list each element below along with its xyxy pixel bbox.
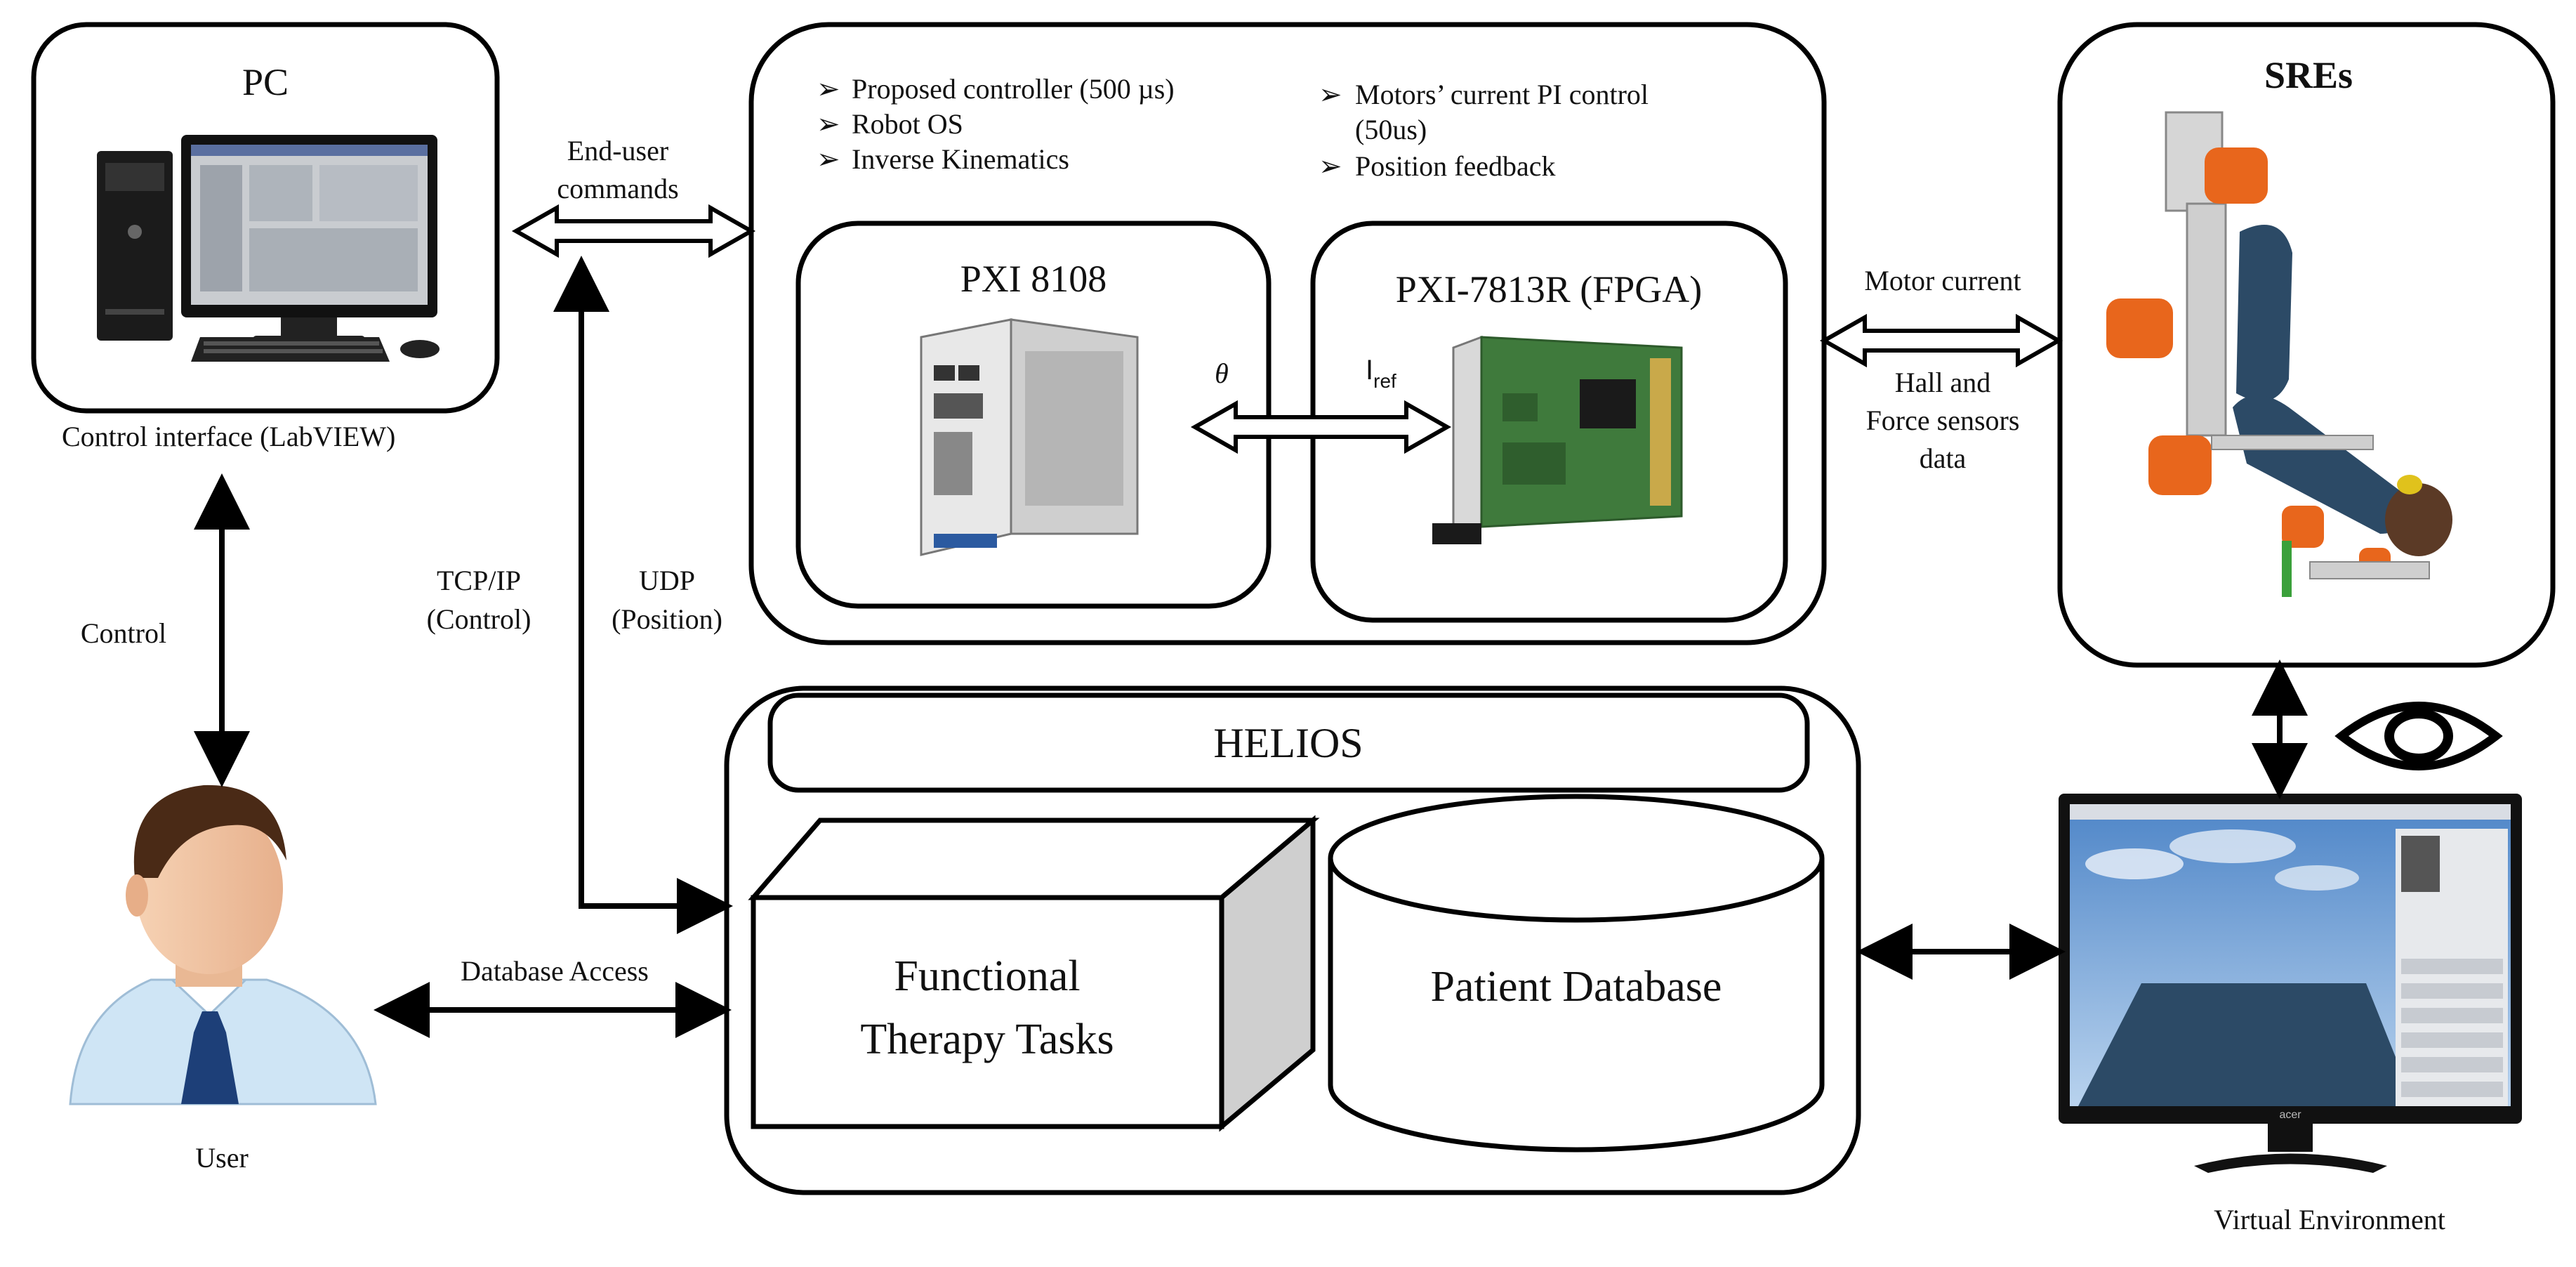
pxi7813-module: PXI-7813R (FPGA): [1310, 221, 1788, 623]
controller-panel: ➢ Proposed controller (500 µs) ➢ Robot O…: [748, 22, 1827, 645]
user-avatar: [69, 785, 377, 1105]
exoskeleton-robot-icon: [2106, 111, 2452, 597]
bullet-robot-os: Robot OS: [852, 108, 963, 140]
patient-database-cylinder: Patient Database: [1328, 794, 1825, 1153]
pxi8108-card-icon: [920, 318, 1139, 556]
iref-label: Iref: [1366, 355, 1396, 392]
bullet-motor-pi-rate: (50us): [1355, 114, 1427, 145]
helios-title: HELIOS: [1213, 720, 1363, 766]
tcpip-label-1: TCP/IP: [437, 565, 521, 596]
helios-panel: HELIOS Functional Therapy Tasks Patient …: [724, 685, 1861, 1195]
pc-panel: PC: [31, 22, 500, 414]
hand: [2385, 483, 2452, 556]
functional-tasks-line-2: Therapy Tasks: [860, 1016, 1114, 1063]
pxi8108-title: PXI 8108: [960, 258, 1107, 300]
ve-menu-buttons: [2401, 959, 2503, 1097]
end-user-label-1: End-user: [567, 135, 668, 166]
pxi7813-title: PXI-7813R (FPGA): [1396, 268, 1703, 310]
udp-label-1: UDP: [639, 565, 695, 596]
bullet-inverse-kinematics: Inverse Kinematics: [852, 143, 1069, 175]
sensors-label-3: data: [1920, 442, 1967, 474]
controller-bullets-left: ➢ Proposed controller (500 µs) ➢ Robot O…: [817, 73, 1175, 175]
end-user-label-2: commands: [557, 173, 678, 204]
bullet-arrow-icon: ➢: [817, 143, 840, 175]
sres-panel: SREs: [2057, 22, 2556, 668]
pc-monitor-icon: [181, 135, 437, 344]
fpga-card-icon: [1432, 335, 1683, 544]
functional-therapy-tasks-block: Functional Therapy Tasks: [748, 815, 1320, 1132]
motor-current-label: Motor current: [1864, 265, 2021, 296]
sres-title: SREs: [2264, 54, 2353, 96]
user-hair: [133, 785, 286, 878]
sensors-label-2: Force sensors: [1866, 405, 2020, 436]
end-user-commands-arrow: [511, 204, 756, 258]
pc-title: PC: [242, 61, 289, 103]
bullet-arrow-icon: ➢: [817, 73, 840, 105]
bullet-proposed-controller: Proposed controller (500 µs): [852, 73, 1175, 105]
user-caption: User: [195, 1142, 249, 1174]
bullet-motor-pi-control: Motors’ current PI control: [1355, 79, 1649, 110]
bullet-arrow-icon: ➢: [817, 108, 840, 140]
monitor-brand: acer: [2279, 1109, 2301, 1121]
computer-tower-icon: [97, 151, 173, 341]
monitor-neck: [2268, 1124, 2313, 1152]
theta-label: θ: [1215, 357, 1229, 389]
motor-sensor-arrow: [1819, 313, 2063, 368]
bullet-position-feedback: Position feedback: [1355, 150, 1556, 182]
bullet-arrow-icon: ➢: [1319, 79, 1342, 110]
patient-database-label: Patient Database: [1431, 963, 1722, 1011]
cloud-shapes: [2085, 829, 2359, 891]
bullet-arrow-icon: ➢: [1319, 150, 1342, 182]
pxi8108-module: PXI 8108: [795, 221, 1272, 609]
helios-title-bar: [767, 692, 1810, 793]
database-access-label: Database Access: [461, 955, 649, 987]
tie-icon: [181, 1011, 239, 1104]
pc-caption: Control interface (LabVIEW): [62, 421, 395, 452]
tcpip-label-2: (Control): [427, 603, 531, 635]
virtual-environment-caption: Virtual Environment: [2214, 1204, 2445, 1235]
mouse-icon: [400, 340, 440, 358]
eye-icon: [2334, 702, 2503, 770]
upper-arm: [2236, 225, 2292, 402]
controller-bullets-right: ➢ Motors’ current PI control (50us) ➢ Po…: [1319, 79, 1649, 182]
sensors-label-1: Hall and: [1895, 367, 1991, 398]
forearm: [2233, 395, 2405, 534]
monitor-stand: [2194, 1153, 2387, 1173]
control-label: Control: [81, 617, 166, 649]
theta-iref-exchange-arrow: [1190, 400, 1452, 454]
keyboard-icon: [191, 337, 390, 362]
functional-tasks-line-1: Functional: [894, 952, 1080, 1000]
virtual-environment-monitor: acer: [2059, 794, 2522, 1173]
udp-label-2: (Position): [612, 603, 722, 635]
virtual-floor: [2078, 983, 2415, 1106]
